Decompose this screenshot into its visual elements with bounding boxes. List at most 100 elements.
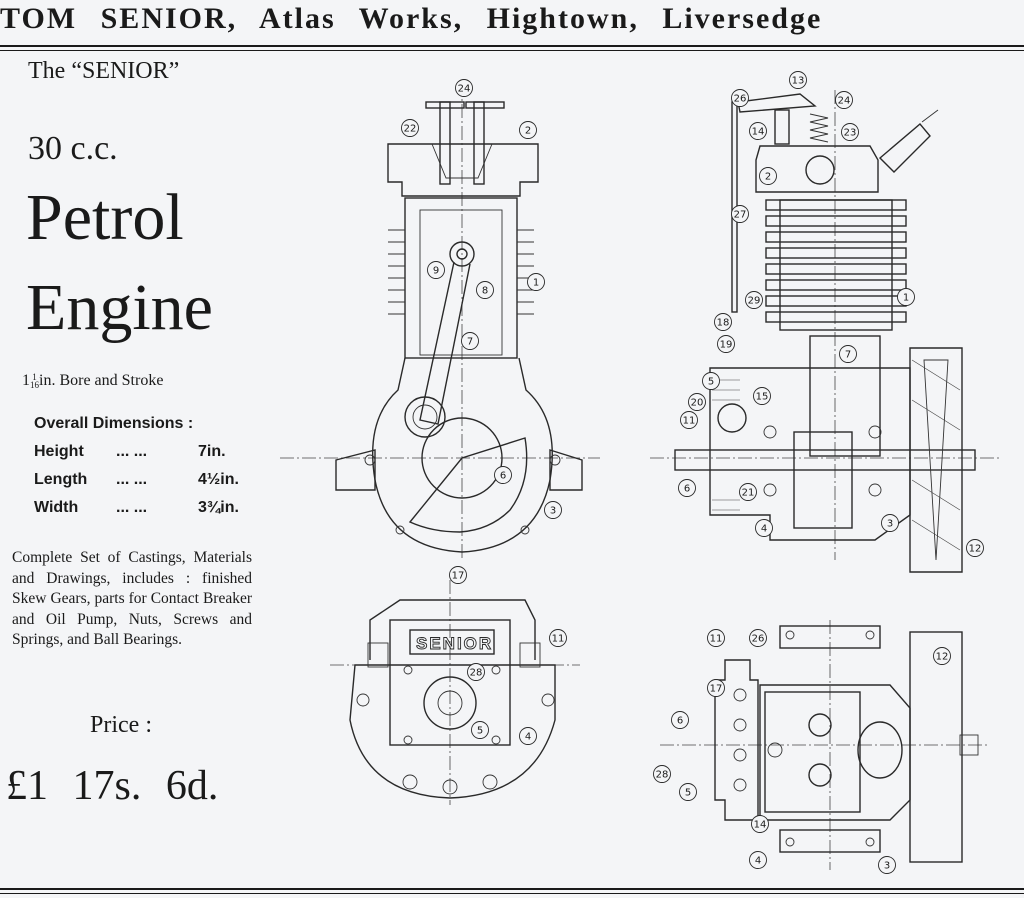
callout-number: 3 — [550, 506, 556, 517]
engine-drawings: SENIOR — [270, 60, 1024, 886]
callout-circle — [966, 539, 984, 557]
callout-number: 4 — [755, 856, 761, 867]
callout-number: 28 — [470, 668, 483, 679]
callout-number: 27 — [734, 210, 747, 221]
dimension-value: 3¾in. — [198, 499, 239, 516]
callout-circle — [549, 629, 567, 647]
callout-number: 4 — [761, 524, 767, 535]
callout-number: 4 — [525, 732, 531, 743]
kit-contents: Complete Set of Castings, Materials and … — [12, 549, 252, 648]
callout-number: 17 — [710, 684, 723, 695]
advert-header: TOM SENIOR, Atlas Works, Hightown, Liver… — [0, 0, 1024, 44]
dimension-row: Width ... ... 3¾in. — [34, 499, 249, 517]
callout-circle — [789, 71, 807, 89]
dimension-label: Height — [34, 443, 84, 460]
callout-number: 29 — [748, 296, 761, 307]
callout-circle — [731, 89, 749, 107]
footer-rule — [0, 888, 1024, 890]
callout-circle — [678, 479, 696, 497]
callout-circle — [707, 629, 725, 647]
callout-number: 13 — [792, 76, 805, 87]
callout-circle — [878, 856, 896, 874]
callout-circle — [449, 566, 467, 584]
callout-number: 5 — [708, 377, 714, 388]
dimension-dots: ... ... — [116, 471, 148, 488]
callout-number: 11 — [683, 416, 696, 427]
callout-number: 20 — [691, 398, 704, 409]
bore-whole: 1 — [22, 372, 30, 389]
callout-circle — [714, 313, 732, 331]
callout-number: 2 — [525, 126, 531, 137]
callout-number: 3 — [884, 861, 890, 872]
callout-number: 7 — [467, 337, 473, 348]
callout-number: 22 — [404, 124, 417, 135]
callout-number: 23 — [844, 128, 857, 139]
callout-number: 3 — [887, 519, 893, 530]
header-rule — [0, 45, 1024, 47]
callout-circle — [653, 765, 671, 783]
callout-circle — [707, 679, 725, 697]
callout-number: 14 — [754, 820, 767, 831]
callout-circle — [841, 123, 859, 141]
callout-number: 26 — [752, 634, 765, 645]
header-rule-thin — [0, 50, 1024, 51]
bore-text: in. Bore and Stroke — [39, 372, 164, 389]
callout-circle — [753, 387, 771, 405]
price-value: £1 17s. 6d. — [6, 763, 219, 809]
dimension-dots: ... ... — [116, 443, 148, 460]
callout-number: 1 — [533, 278, 539, 289]
callout-number: 21 — [742, 488, 755, 499]
callout-number: 6 — [684, 484, 690, 495]
callout-circle — [476, 281, 494, 299]
callout-number: 24 — [838, 96, 851, 107]
callout-number: 24 — [458, 84, 471, 95]
bore-fraction-num: 1 — [32, 372, 37, 383]
callout-number: 6 — [500, 471, 506, 482]
callout-circle — [467, 663, 485, 681]
dimension-row: Length... ...4½in. — [34, 471, 249, 489]
callout-circle — [881, 514, 899, 532]
callout-circle — [755, 519, 773, 537]
callout-circle — [759, 167, 777, 185]
callout-number: 1 — [903, 293, 909, 304]
callout-number: 19 — [720, 340, 733, 351]
crankcase-lettering: SENIOR — [416, 634, 493, 653]
bore-fraction-den: 16 — [30, 380, 39, 391]
callout-circle — [717, 335, 735, 353]
callout-circle — [401, 119, 419, 137]
title-line-2: Engine — [26, 271, 213, 344]
header-title: TOM SENIOR, Atlas Works, Hightown, Liver… — [0, 2, 823, 35]
dimension-label: Width — [34, 499, 79, 516]
callout-number: 11 — [710, 634, 723, 645]
callout-number: 28 — [656, 770, 669, 781]
callout-circle — [494, 466, 512, 484]
callout-circle — [544, 501, 562, 519]
callout-circle — [731, 205, 749, 223]
callout-number: 5 — [685, 788, 691, 799]
callout-number: 15 — [756, 392, 769, 403]
callout-circle — [702, 372, 720, 390]
callout-number: 14 — [752, 127, 765, 138]
dimension-row: Height ... ... 7in. — [34, 443, 249, 461]
dimension-dots: ... ... — [116, 499, 148, 516]
callout-circle — [671, 711, 689, 729]
callout-number: 11 — [552, 634, 565, 645]
callout-number: 26 — [734, 94, 747, 105]
callout-number: 12 — [969, 544, 982, 555]
engine-capacity: 30 c.c. — [28, 130, 118, 167]
dimension-label: Length — [34, 471, 88, 488]
dimension-value: 7in. — [198, 443, 226, 460]
callout-circle — [455, 79, 473, 97]
callout-number: 9 — [433, 266, 439, 277]
callout-number: 18 — [717, 318, 730, 329]
callout-circle — [839, 345, 857, 363]
callout-circle — [749, 122, 767, 140]
callout-circle — [427, 261, 445, 279]
callout-circle — [679, 783, 697, 801]
callout-number: 5 — [477, 726, 483, 737]
callout-circle — [749, 629, 767, 647]
callout-circle — [749, 851, 767, 869]
price-label: Price : — [90, 712, 152, 738]
callout-circle — [835, 91, 853, 109]
